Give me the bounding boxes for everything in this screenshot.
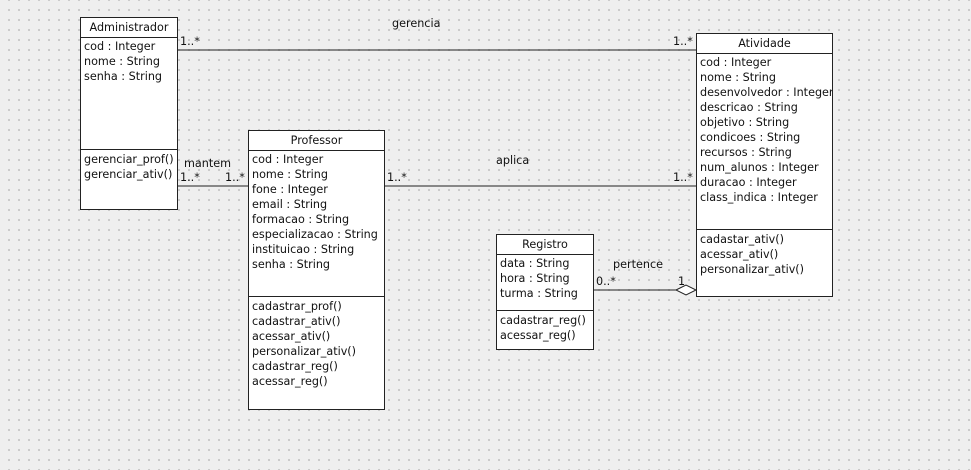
attribute: senha : String (252, 258, 331, 271)
attribute: fone : Integer (252, 183, 328, 196)
attribute: recursos : String (700, 146, 792, 159)
attribute: hora : String (500, 272, 570, 285)
attribute: data : String (500, 257, 570, 270)
attribute: especializacao : String (252, 228, 378, 241)
attribute: nome : String (84, 55, 160, 68)
class-professor[interactable]: Professor cod : Integer nome : String fo… (248, 130, 385, 410)
attribute: num_alunos : Integer (700, 161, 819, 174)
association-pertence-label: pertence (613, 258, 663, 271)
attribute: condicoes : String (700, 131, 801, 144)
operation: acessar_ativ() (700, 248, 779, 261)
operation: gerenciar_prof() (84, 153, 174, 166)
class-professor-operations: cadastrar_prof() cadastrar_ativ() acessa… (249, 297, 384, 389)
attribute: nome : String (252, 168, 328, 181)
operation: acessar_reg() (252, 375, 328, 388)
multiplicity-gerencia-target: 1..* (673, 35, 693, 48)
operation: acessar_reg() (500, 329, 576, 342)
attribute: desenvolvedor : Integer (700, 86, 832, 99)
attribute: nome : String (700, 71, 776, 84)
multiplicity-mantem-source: 1..* (180, 171, 200, 184)
association-mantem-label: mantem (184, 157, 232, 170)
multiplicity-aplica-source: 1..* (387, 171, 407, 184)
operation: cadastrar_reg() (500, 314, 586, 327)
attribute: turma : String (500, 287, 578, 300)
association-aplica-label: aplica (496, 154, 530, 167)
class-atividade-attributes: cod : Integer nome : String desenvolvedo… (697, 54, 832, 230)
class-atividade[interactable]: Atividade cod : Integer nome : String de… (696, 33, 833, 297)
attribute: email : String (252, 198, 328, 211)
operation: gerenciar_ativ() (84, 168, 173, 181)
multiplicity-pertence-source: 0..* (596, 275, 616, 288)
multiplicity-gerencia-source: 1..* (180, 35, 200, 48)
multiplicity-aplica-target: 1..* (673, 171, 693, 184)
class-professor-name: Professor (249, 131, 384, 151)
class-atividade-name: Atividade (697, 34, 832, 54)
class-registro-name: Registro (497, 235, 593, 255)
class-administrador-operations: gerenciar_prof() gerenciar_ativ() (81, 150, 177, 182)
attribute: cod : Integer (84, 40, 156, 53)
operation: acessar_ativ() (252, 330, 331, 343)
class-registro-attributes: data : String hora : String turma : Stri… (497, 255, 593, 311)
class-administrador-attributes: cod : Integer nome : String senha : Stri… (81, 38, 177, 150)
multiplicity-mantem-target: 1..* (225, 171, 245, 184)
multiplicity-pertence-target: 1 (678, 275, 686, 288)
attribute: instituicao : String (252, 243, 355, 256)
attribute: duracao : Integer (700, 176, 797, 189)
attribute: class_indica : Integer (700, 191, 818, 204)
attribute: cod : Integer (252, 153, 324, 166)
operation: cadastrar_reg() (252, 360, 338, 373)
operation: cadastar_ativ() (700, 233, 784, 246)
class-atividade-operations: cadastar_ativ() acessar_ativ() personali… (697, 230, 832, 277)
attribute: objetivo : String (700, 116, 790, 129)
operation: personalizar_ativ() (252, 345, 357, 358)
association-gerencia-label: gerencia (392, 17, 441, 30)
operation: cadastrar_ativ() (252, 315, 341, 328)
class-professor-attributes: cod : Integer nome : String fone : Integ… (249, 151, 384, 297)
attribute: formacao : String (252, 213, 350, 226)
class-registro-operations: cadastrar_reg() acessar_reg() (497, 311, 593, 343)
operation: cadastrar_prof() (252, 300, 342, 313)
class-registro[interactable]: Registro data : String hora : String tur… (496, 234, 594, 350)
class-administrador[interactable]: Administrador cod : Integer nome : Strin… (80, 17, 178, 210)
operation: personalizar_ativ() (700, 263, 805, 276)
attribute: senha : String (84, 70, 163, 83)
attribute: cod : Integer (700, 56, 772, 69)
class-administrador-name: Administrador (81, 18, 177, 38)
attribute: descricao : String (700, 101, 798, 114)
